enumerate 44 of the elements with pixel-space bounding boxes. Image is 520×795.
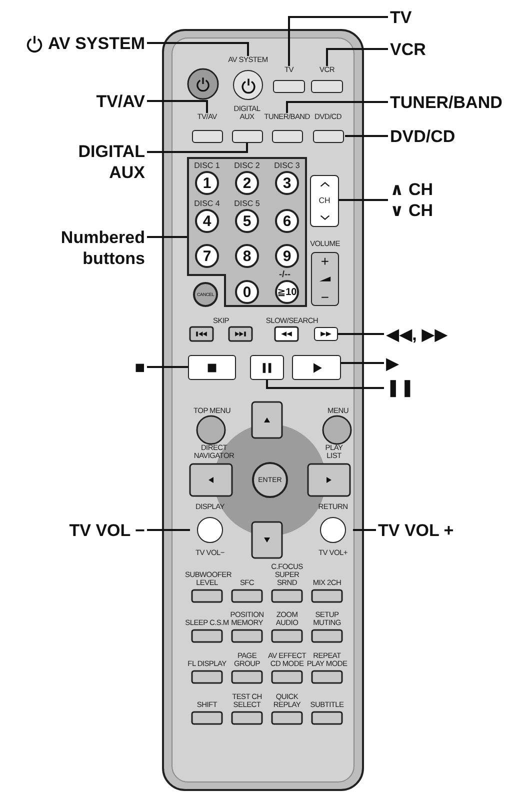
disc-label: DISC 1 [194,161,220,170]
callout-label: DVD/CD [390,126,456,146]
leader-line [266,380,384,389]
volume-down-label: − [320,290,330,304]
disc-label: DISC 4 [194,199,220,208]
fast-forward-button [314,327,338,341]
callout-label: ∧ CH [390,179,434,200]
leader-line [147,143,248,153]
leader-line [147,529,190,531]
disc-label: DISC 3 [274,161,300,170]
callout-label: ❚❚ [386,376,414,398]
callout-label: AV SYSTEM [48,32,145,54]
leader-line [339,199,388,201]
leader-line [147,236,187,238]
callout-label: TV [390,6,412,28]
callout-label: ◀◀, ▶▶ [386,324,448,344]
callout-label: ▶ [386,352,400,374]
leader-line [147,366,188,368]
button-caption: -/-- [279,269,290,279]
disc-label: DISC 2 [234,161,260,170]
leader-line [326,48,388,66]
callout-label: Numbered buttons [60,227,145,269]
callout-label: ∨ CH [390,200,434,221]
callout-label: DIGITAL AUX [77,141,145,183]
channel-label: CH [318,196,330,206]
callout-label: TV VOL + [378,520,454,540]
callout-label: TUNER/BAND [390,92,502,112]
callout-label: TV VOL − [69,520,145,540]
stop-button [188,355,236,380]
callout-label: TV/AV [96,90,145,112]
leader-line [345,135,388,137]
leader-line [147,100,208,113]
disc-label: DISC 5 [234,199,260,208]
leader-line [341,362,384,364]
callout-label: VCR [390,38,426,60]
leader-line [338,333,384,335]
leader-line [353,529,376,531]
channel-rocker [310,175,339,227]
play-button [292,355,341,380]
leader-line [288,16,388,66]
pause-button [250,355,284,380]
volume-up-label: + [320,254,330,268]
leader-line [286,101,388,113]
callout-label: ■ [134,356,145,378]
